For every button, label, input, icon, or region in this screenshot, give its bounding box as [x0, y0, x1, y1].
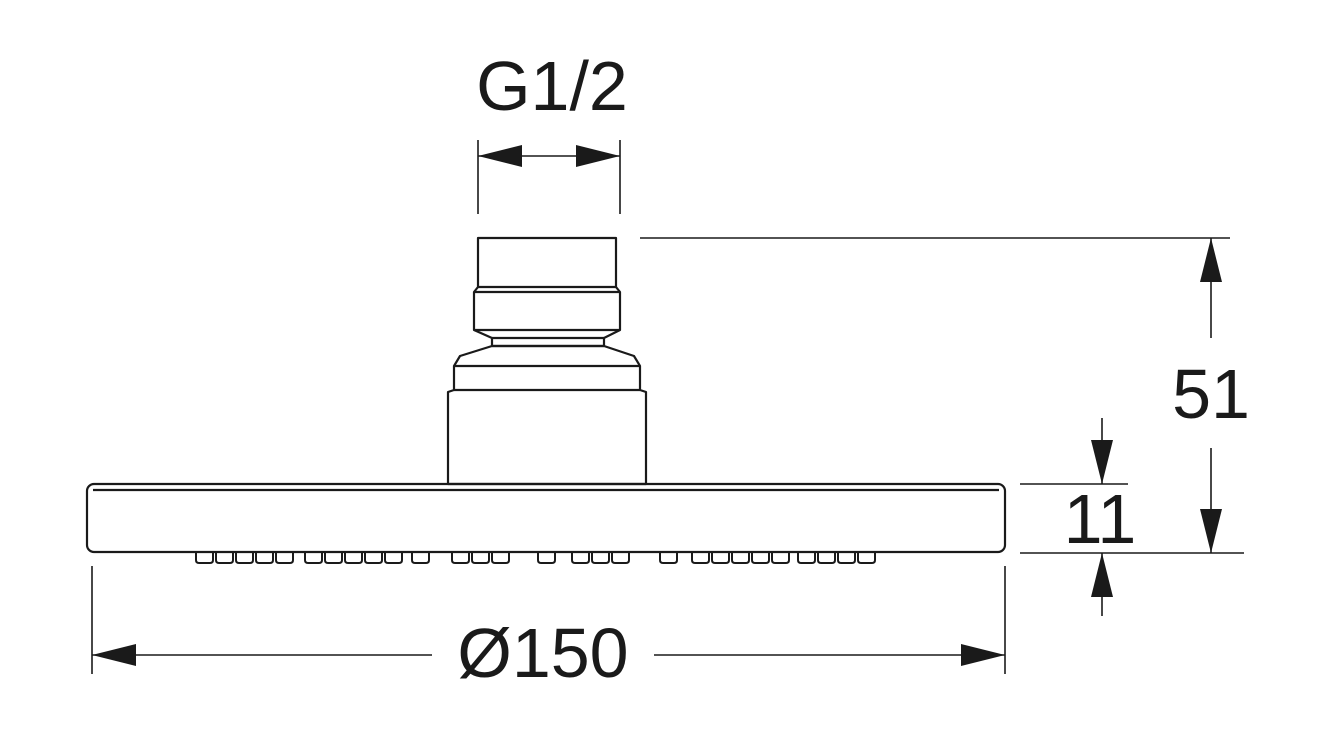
- nozzle: [324, 552, 343, 564]
- nozzle: [384, 552, 403, 564]
- nozzle: [344, 552, 363, 564]
- nozzle: [537, 552, 556, 564]
- diameter-label: Ø150: [457, 614, 628, 692]
- nozzle: [491, 552, 510, 564]
- nozzle: [571, 552, 590, 564]
- nozzle: [771, 552, 790, 564]
- shower-head-outline: [85, 236, 1007, 554]
- nozzle: [591, 552, 610, 564]
- nozzle-row: [195, 552, 876, 564]
- nozzle: [659, 552, 678, 564]
- nozzle: [364, 552, 383, 564]
- dimension-lines: [91, 140, 1244, 674]
- nozzle: [797, 552, 816, 564]
- nozzle: [304, 552, 323, 564]
- plate-thickness-label: 11: [1064, 480, 1137, 558]
- nozzle: [471, 552, 490, 564]
- shower-plate: [85, 482, 1007, 554]
- nozzle: [691, 552, 710, 564]
- nozzle: [751, 552, 770, 564]
- nozzle: [255, 552, 274, 564]
- nozzle: [195, 552, 214, 564]
- nozzle: [215, 552, 234, 564]
- nozzle: [451, 552, 470, 564]
- nozzle: [731, 552, 750, 564]
- nozzle: [711, 552, 730, 564]
- nozzle: [611, 552, 630, 564]
- nozzle: [275, 552, 294, 564]
- total-height-label: 51: [1172, 355, 1250, 433]
- nozzle: [411, 552, 430, 564]
- nozzle: [235, 552, 254, 564]
- nozzle: [857, 552, 876, 564]
- thread-size-label: G1/2: [476, 47, 628, 125]
- nozzle: [837, 552, 856, 564]
- nozzle: [817, 552, 836, 564]
